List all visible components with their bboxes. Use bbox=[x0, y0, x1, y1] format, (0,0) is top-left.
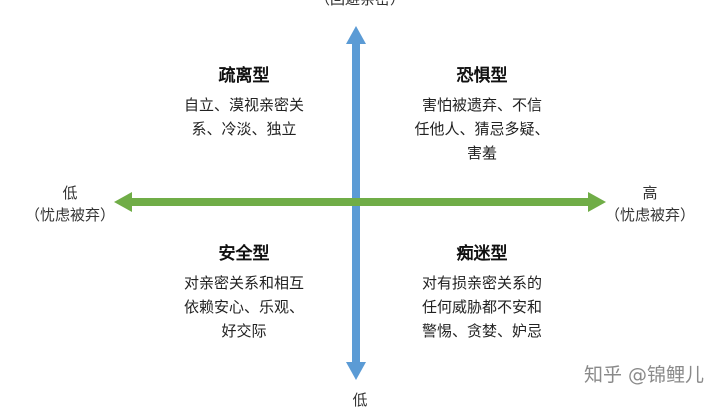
quadrant-title: 安全型 bbox=[218, 244, 270, 264]
watermark: 知乎 @锦鲤儿 bbox=[583, 364, 704, 386]
horizontal-axis-arrow bbox=[114, 192, 606, 212]
description-line: 对亲密关系和相互 bbox=[183, 274, 304, 292]
description-line: 对有损亲密关系的 bbox=[421, 274, 542, 292]
quadrant-description: 自立、漠视亲密关 系、冷淡、独立 bbox=[154, 93, 334, 141]
quadrant-title: 疏离型 bbox=[218, 66, 270, 86]
description-line: 警惕、贪婪、妒忌 bbox=[421, 322, 542, 340]
description-line: 任他人、猜忌多疑、 bbox=[414, 120, 550, 138]
quadrant-secure: 安全型 对亲密关系和相互 依赖安心、乐观、 好交际 bbox=[154, 243, 334, 343]
description-line: 依赖安心、乐观、 bbox=[183, 298, 304, 316]
horizontal-axis-right-label: 高 （忧虑被弃） bbox=[590, 182, 710, 226]
description-line: 好交际 bbox=[221, 322, 267, 340]
horizontal-axis-right-sub: （忧虑被弃） bbox=[604, 206, 695, 224]
quadrant-title: 痴迷型 bbox=[456, 244, 508, 264]
quadrant-description: 害怕被遗弃、不信 任他人、猜忌多疑、 害羞 bbox=[392, 93, 572, 165]
vertical-axis-bottom-label: 低 bbox=[352, 391, 368, 409]
quadrant-description: 对亲密关系和相互 依赖安心、乐观、 好交际 bbox=[154, 271, 334, 343]
horizontal-axis-left-label: 低 （忧虑被弃） bbox=[10, 182, 130, 226]
horizontal-axis-right-main: 高 bbox=[642, 184, 658, 202]
quadrant-dismissive: 疏离型 自立、漠视亲密关 系、冷淡、独立 bbox=[154, 65, 334, 141]
vertical-axis-top-label: （回避亲密） bbox=[260, 0, 460, 8]
quadrant-description: 对有损亲密关系的 任何威胁都不安和 警惕、贪婪、妒忌 bbox=[392, 271, 572, 343]
description-line: 自立、漠视亲密关 bbox=[183, 96, 304, 114]
quadrant-fearful: 恐惧型 害怕被遗弃、不信 任他人、猜忌多疑、 害羞 bbox=[392, 65, 572, 165]
description-line: 系、冷淡、独立 bbox=[191, 120, 297, 138]
description-line: 任何威胁都不安和 bbox=[421, 298, 542, 316]
horizontal-axis-left-sub: （忧虑被弃） bbox=[24, 206, 115, 224]
horizontal-axis-left-main: 低 bbox=[62, 184, 78, 202]
quadrant-title: 恐惧型 bbox=[456, 66, 508, 86]
description-line: 害羞 bbox=[466, 144, 497, 162]
quadrant-preoccupied: 痴迷型 对有损亲密关系的 任何威胁都不安和 警惕、贪婪、妒忌 bbox=[392, 243, 572, 343]
description-line: 害怕被遗弃、不信 bbox=[421, 96, 542, 114]
